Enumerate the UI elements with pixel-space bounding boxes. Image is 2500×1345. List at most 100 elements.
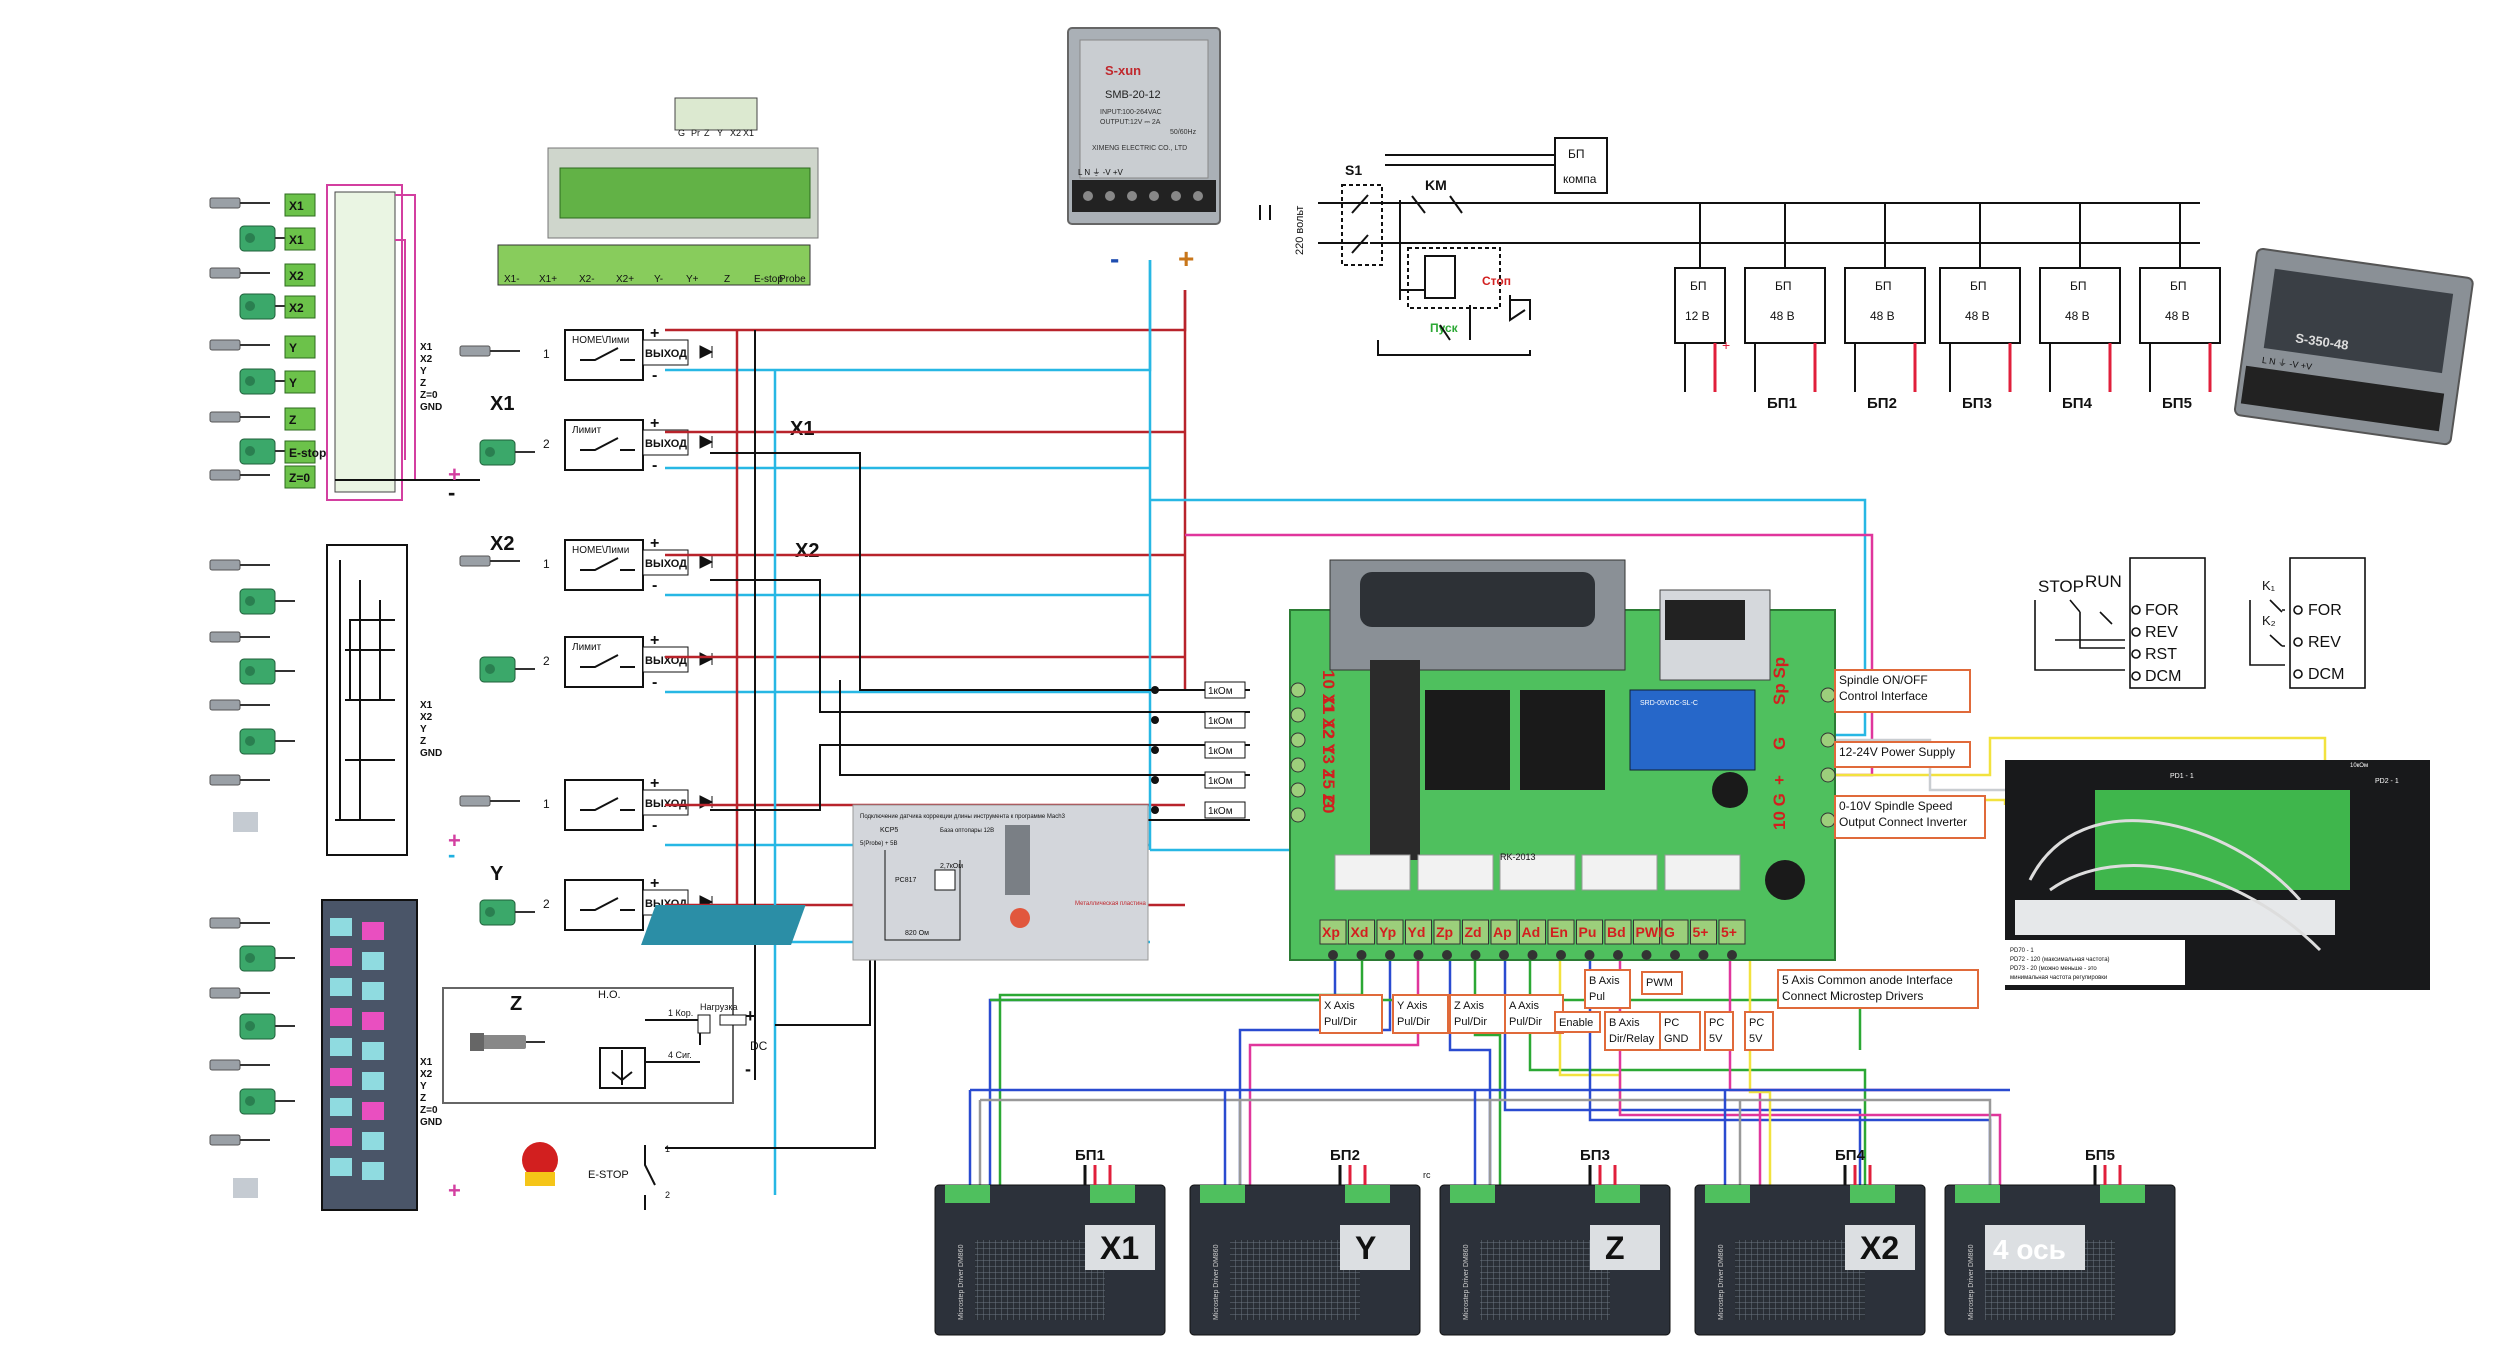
probe-photo: Подключение датчика коррекции длины инст… — [641, 804, 1149, 961]
resistor-value: 1кОм — [1208, 686, 1233, 697]
inductive-sensor-icon — [479, 899, 535, 926]
psu-top: БП — [1970, 279, 1987, 293]
axis-name: X1 — [790, 418, 814, 440]
limit-number: 1 — [543, 797, 550, 811]
driver-psu-label: БП1 — [1075, 1147, 1105, 1164]
psu-small-freq: 50/60Hz — [1170, 129, 1197, 136]
psu-name: БП5 — [2162, 395, 2192, 412]
proximity-sensor-icon — [209, 197, 270, 209]
panel3-block — [362, 1042, 384, 1060]
driver-model: Microstep Driver DM860 — [1718, 1244, 1725, 1320]
board-terminal — [1290, 682, 1306, 698]
limit-minus: - — [652, 577, 657, 594]
note-text: PWM — [1646, 977, 1673, 989]
vfd-photo-note: PD70 - 1 — [2010, 948, 2034, 954]
psu-box — [1744, 267, 1826, 344]
note-text: Y Axis — [1397, 1000, 1428, 1012]
sensor-tag-label: X1 — [289, 199, 304, 213]
board-connector — [1664, 854, 1741, 891]
note-text: A Axis — [1509, 1000, 1539, 1012]
start-label: Пуск — [1430, 321, 1459, 335]
vfd-terminal — [2293, 669, 2303, 679]
limit-label: Лимит — [572, 425, 602, 436]
driver-model: Microstep Driver DM860 — [1463, 1244, 1470, 1320]
sensor-tag-label: X1 — [289, 233, 304, 247]
terminal-bottom-label: E-stop — [754, 274, 783, 285]
board-right-label: Sp Sp — [1770, 657, 1789, 705]
board-bottom-terminal — [1519, 919, 1546, 945]
driver-axis-label: X2 — [1860, 1230, 1899, 1266]
pc-psu-line1: БП — [1568, 147, 1585, 161]
panel3-block — [330, 1128, 352, 1146]
note-text: PC — [1709, 1017, 1724, 1029]
driver-psu-label: БП4 — [1835, 1147, 1866, 1164]
board-bottom-screw — [1584, 950, 1595, 960]
vfd-run: RUN — [2085, 572, 2122, 591]
psu-box — [1844, 267, 1926, 344]
note-text: Spindle ON/OFF — [1839, 673, 1928, 687]
panel3-list-item: GND — [420, 1117, 442, 1128]
limit-label: HOME\Лими — [572, 335, 629, 346]
board-left-label: 13 Z — [1319, 745, 1338, 779]
terminal-bottom-label: X2+ — [616, 274, 634, 285]
terminal-bottom-label: X1- — [504, 274, 520, 285]
psu-small-terms: L N ⏚ -V +V — [1078, 168, 1123, 177]
psu-big-model: S-350-48 — [2294, 330, 2349, 352]
note-text: 12-24V Power Supply — [1839, 745, 1955, 759]
board-terminal — [1290, 732, 1306, 748]
psu-mid: 48 В — [1770, 309, 1795, 323]
psu-top: БП — [1775, 279, 1792, 293]
board-bottom-terminal — [1547, 919, 1575, 945]
sensor-tag-label: Y — [289, 341, 297, 355]
limit-plus: + — [650, 632, 659, 649]
psu-small-input: INPUT:100-264VAC — [1100, 109, 1162, 116]
vfd-k2: K₂ — [2262, 613, 2276, 628]
limit-minus: - — [652, 674, 657, 691]
panel3-block — [362, 1132, 384, 1150]
board-bottom-screw — [1641, 950, 1652, 960]
panel2-list-item: GND — [420, 748, 442, 759]
axis-name: X1 — [490, 393, 514, 415]
note-text: 5 Axis Common anode Interface — [1782, 973, 1953, 987]
proximity-sensor-icon — [209, 339, 270, 351]
axis-name: Y — [490, 863, 504, 885]
board-bottom-screw — [1556, 950, 1566, 960]
driver-axis-plate — [1085, 1225, 1155, 1270]
driver-heatsink — [975, 1240, 1105, 1320]
panel1-list-item: GND — [420, 402, 442, 413]
stop-label: Стоп — [1482, 274, 1511, 288]
limit-minus: - — [652, 367, 657, 384]
board-bottom-terminal — [1376, 919, 1404, 945]
board-connector — [1499, 854, 1576, 891]
panel3-list-item: Y — [420, 1081, 427, 1092]
resistor-value: 1кОм — [1208, 806, 1233, 817]
psu-box — [1939, 267, 2021, 344]
board-bottom-label: Xd — [1351, 924, 1369, 940]
note-text: PC — [1664, 1017, 1679, 1029]
psu-top: БП — [2070, 279, 2087, 293]
board-bottom-label: 5+ — [1693, 924, 1709, 940]
board-bottom-terminal — [1405, 919, 1432, 945]
board-right-label: + — [1770, 775, 1789, 785]
driver-axis-label: Y — [1355, 1230, 1376, 1266]
proximity-sensor-icon — [209, 411, 270, 423]
note-text: B Axis — [1609, 1017, 1640, 1029]
board-bottom-label: PWM — [1636, 924, 1670, 940]
z-probe-plus: + — [745, 1006, 756, 1026]
probe-plate: Металлическая пластина — [1075, 901, 1147, 907]
board-bottom-label: Yp — [1379, 924, 1396, 940]
note-text: Output Connect Inverter — [1839, 815, 1967, 829]
inductive-sensor-icon — [239, 728, 295, 755]
tool-icon — [233, 1178, 258, 1198]
board-terminal — [1290, 707, 1306, 723]
driver-connector — [1450, 1185, 1495, 1203]
